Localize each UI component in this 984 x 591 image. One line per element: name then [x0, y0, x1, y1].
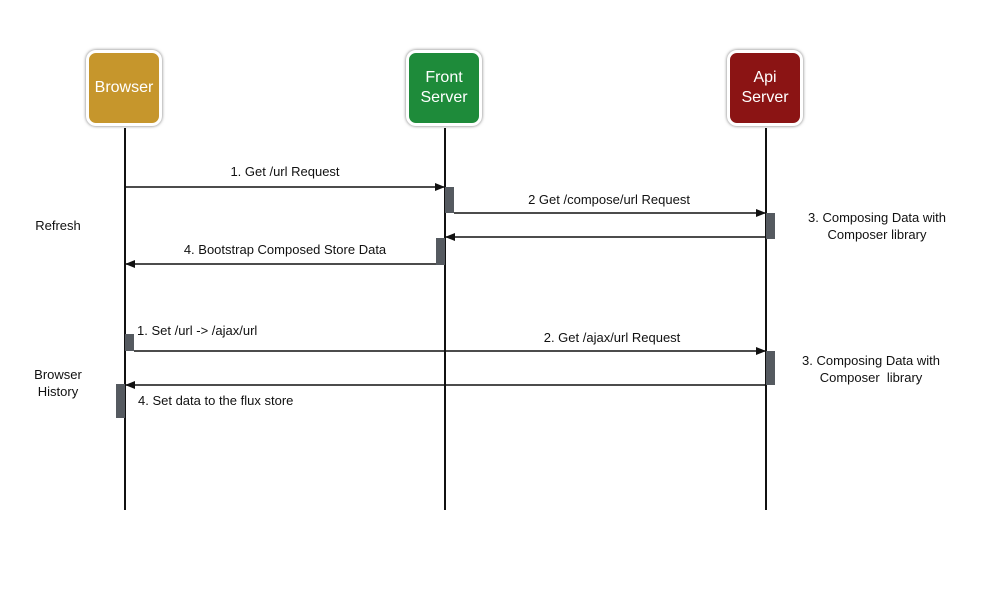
- front-server-actor: Front Server: [406, 50, 482, 126]
- section-browser-history-label: Browser History: [34, 367, 82, 399]
- message-set-flux-store-label: 4. Set data to the flux store: [138, 393, 294, 408]
- message-bootstrap-label: 4. Bootstrap Composed Store Data: [183, 242, 387, 257]
- api-server-actor: Api Server: [727, 50, 803, 126]
- section-refresh-label: Refresh: [35, 218, 81, 233]
- message-composing-data-label: 3. Composing Data with Composer library: [807, 210, 947, 242]
- browser-actor-label: Browser: [94, 79, 154, 96]
- message-get-ajax-url-label: 2. Get /ajax/url Request: [543, 330, 681, 345]
- front-activation-2: [436, 238, 445, 265]
- browser-activation-2: [116, 384, 125, 418]
- api-activation-2: [766, 351, 775, 385]
- api-server-actor-label: Api Server: [741, 69, 789, 106]
- message-composing-data-2-label: 3. Composing Data with Composer library: [801, 353, 941, 385]
- front-activation-1: [445, 187, 454, 213]
- browser-actor: Browser: [86, 50, 162, 126]
- message-set-url-label: 1. Set /url -> /ajax/url: [137, 323, 258, 338]
- message-get-compose-url-label: 2 Get /compose/url Request: [528, 192, 690, 207]
- browser-activation-1: [125, 334, 134, 351]
- message-get-url-label: 1. Get /url Request: [230, 164, 340, 179]
- api-activation-1: [766, 213, 775, 239]
- front-server-actor-label: Front Server: [420, 69, 468, 106]
